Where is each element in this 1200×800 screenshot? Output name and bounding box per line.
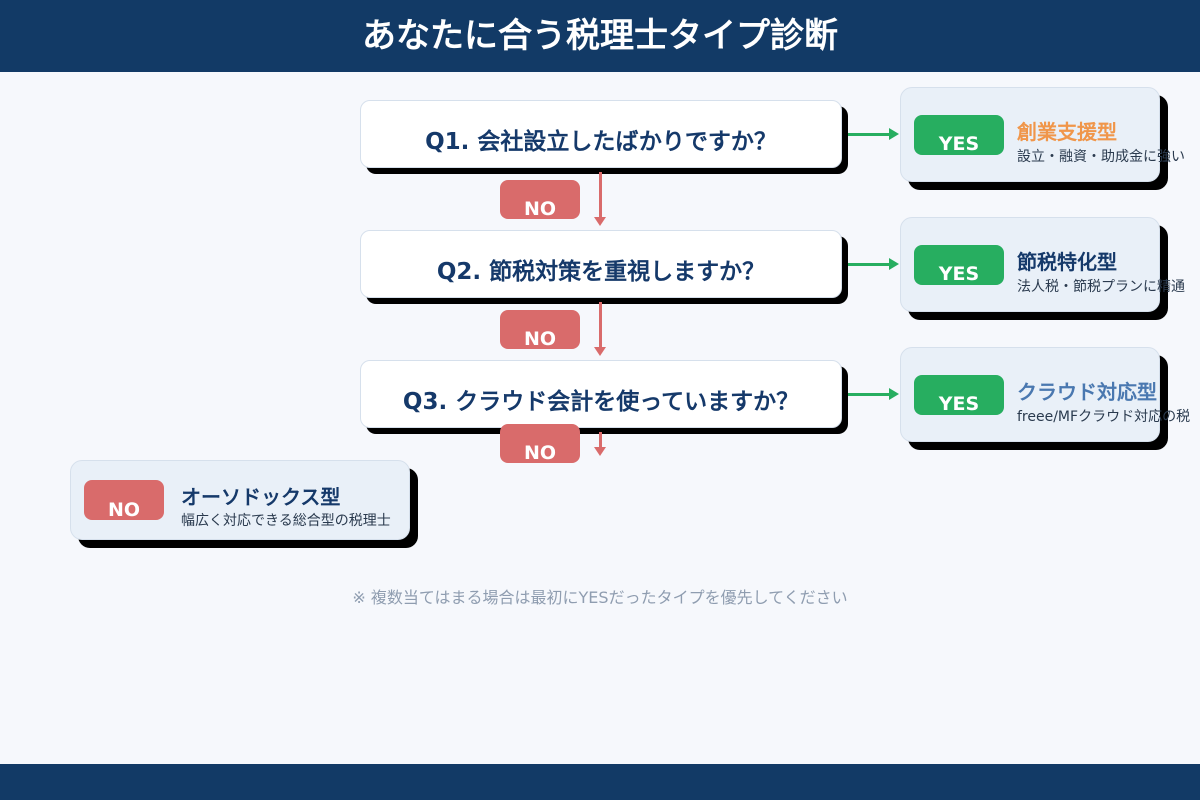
no-arrow-head-1 [594, 217, 606, 226]
result-subtitle: 設立・融資・助成金に強い [1017, 149, 1185, 165]
question-1-box: Q1. 会社設立したばかりですか？ [360, 100, 842, 168]
no-badge-q1: NO [500, 180, 580, 219]
result-subtitle: 法人税・節税プランに精通 [1017, 279, 1185, 295]
no-arrow-head-3 [594, 447, 606, 456]
result-subtitle: 幅広く対応できる総合型の税理士 [181, 513, 391, 529]
result-title: 節税特化型 [1017, 250, 1117, 274]
no-arrow-line-1 [599, 172, 602, 218]
page-title: あなたに合う税理士タイプ診断 [0, 0, 1200, 72]
result-title: 創業支援型 [1017, 120, 1117, 144]
no-arrow-line-3 [599, 432, 602, 448]
footer-bar [0, 764, 1200, 800]
yes-arrow-line-3 [848, 393, 890, 396]
yes-arrow-head-3 [889, 388, 899, 400]
yes-arrow-head-1 [889, 128, 899, 140]
yes-arrow-line-1 [848, 133, 890, 136]
yes-badge: YES [914, 245, 1004, 285]
no-badge-q3: NO [500, 424, 580, 463]
question-3-box: Q3. クラウド会計を使っていますか？ [360, 360, 842, 428]
result-card-orthodox: NO オーソドックス型 幅広く対応できる総合型の税理士 [70, 460, 410, 540]
yes-badge: YES [914, 115, 1004, 155]
result-card-startup: YES 創業支援型 設立・融資・助成金に強い [900, 87, 1185, 182]
no-badge-q2: NO [500, 310, 580, 349]
no-arrow-line-2 [599, 302, 602, 348]
no-badge: NO [84, 480, 164, 520]
question-2-box: Q2. 節税対策を重視しますか？ [360, 230, 842, 298]
no-arrow-head-2 [594, 347, 606, 356]
yes-arrow-head-2 [889, 258, 899, 270]
result-card-tax-saving: YES 節税特化型 法人税・節税プランに精通 [900, 217, 1185, 312]
result-title: オーソドックス型 [181, 485, 341, 509]
result-card-cloud: YES クラウド対応型 freee/MFクラウド対応の税 [900, 347, 1190, 442]
yes-arrow-line-2 [848, 263, 890, 266]
result-subtitle: freee/MFクラウド対応の税 [1017, 409, 1191, 425]
yes-badge: YES [914, 375, 1004, 415]
result-title: クラウド対応型 [1017, 380, 1157, 404]
footnote: ※ 複数当てはまる場合は最初にYESだったタイプを優先してください [352, 588, 848, 607]
